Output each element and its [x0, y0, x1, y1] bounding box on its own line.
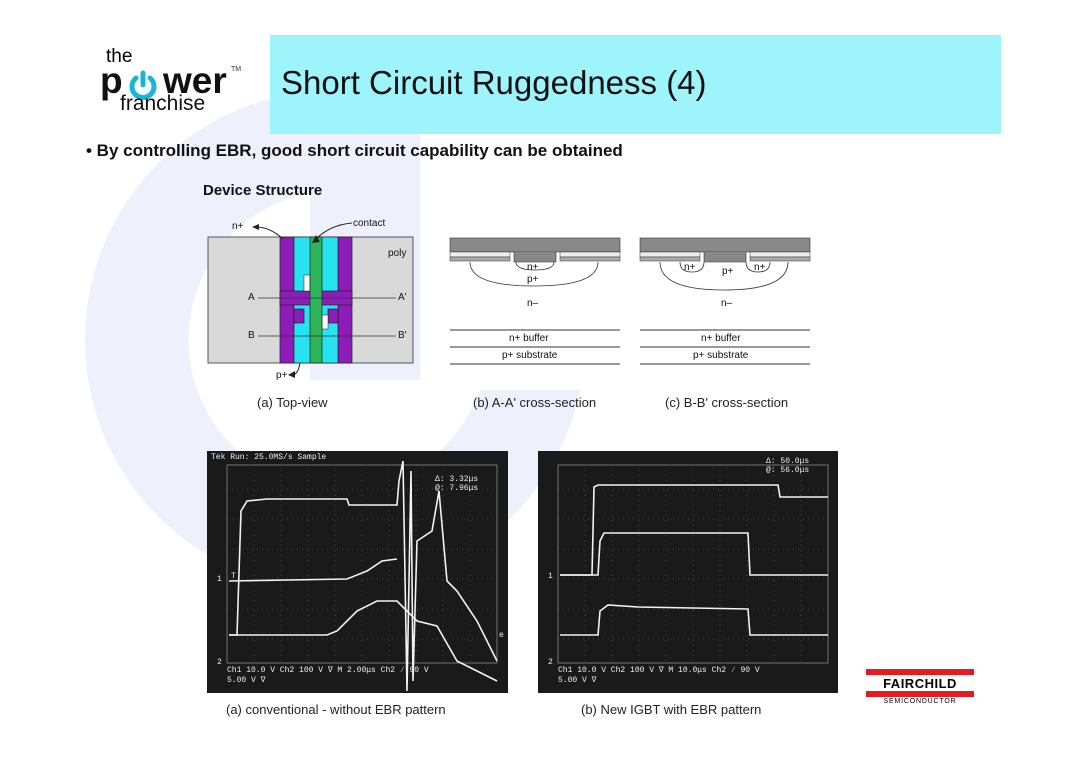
fairchild-red-bar-top	[866, 669, 974, 675]
top-view-diagram	[207, 222, 414, 378]
oscilloscope-right-footer-2: 5.00 V ∇	[558, 676, 597, 685]
bb-p-plus-label: p+	[722, 266, 734, 277]
bullet-text: • By controlling EBR, good short circuit…	[86, 141, 623, 160]
title-bar	[270, 35, 1001, 134]
oscilloscope-left-marker-2: 2	[217, 658, 222, 667]
top-view-a-label: A	[248, 292, 255, 303]
top-view-a-prime-label: A'	[398, 292, 407, 303]
oscilloscope-right-delta: Δ: 50.0μs	[766, 457, 810, 466]
aa-p-plus-label: p+	[527, 274, 539, 285]
logo-the-text: the	[106, 46, 133, 67]
oscilloscope-left-grid	[226, 460, 498, 692]
logo-tm: TM	[231, 66, 242, 73]
aa-n-minus-label: n–	[527, 298, 539, 309]
oscilloscope-left-at: @: 7.96μs	[435, 484, 479, 493]
bb-p-substrate-label: p+ substrate	[693, 350, 749, 361]
top-view-p-plus-label: p+	[276, 370, 288, 381]
logo-power-rest: wer	[163, 60, 227, 101]
top-view-n-plus-label: n+	[232, 221, 244, 232]
oscilloscope-left-header: Tek Run: 25.0MS/s Sample	[211, 453, 327, 462]
oscilloscope-right: Δ: 50.0μs @: 56.0μs 1 2 Ch1 10.0 V Ch2 1…	[538, 451, 838, 693]
oscilloscope-left-footer-1: Ch1 10.0 V Ch2 100 V ∇ M 2.00μs Ch2 ∕ 90…	[227, 666, 429, 675]
top-view-poly-label: poly	[388, 248, 407, 259]
oscilloscope-left-marker-1: 1	[217, 575, 222, 584]
oscilloscope-right-grid	[557, 464, 829, 664]
bb-n-buffer-label: n+ buffer	[701, 333, 741, 344]
fairchild-subtitle: SEMICONDUCTOR	[883, 698, 957, 705]
contact-strip	[309, 236, 323, 364]
n-plus-stub-right	[327, 308, 339, 324]
oscilloscope-right-marker-2: 2	[548, 658, 553, 667]
cross-section-aa-diagram	[449, 237, 621, 365]
oscilloscope-right-footer-1: Ch1 10.0 V Ch2 100 V ∇ M 10.0μs Ch2 ∕ 90…	[558, 666, 760, 675]
aa-p-substrate-label: p+ substrate	[502, 350, 558, 361]
n-plus-stub-left	[293, 308, 305, 324]
aa-caption: (b) A-A' cross-section	[473, 395, 597, 410]
power-button-icon	[129, 70, 157, 100]
oscilloscope-left: Tek Run: 25.0MS/s Sample Δ: 3.32μs @: 7.…	[207, 451, 508, 693]
oscilloscope-left-footer-2: 5.00 V ∇	[227, 676, 266, 685]
device-structure-heading: Device Structure	[203, 182, 323, 199]
bb-n-plus-left-label: n+	[684, 262, 696, 273]
logo-franchise-text: franchise	[120, 92, 206, 115]
bb-n-minus-label: n–	[721, 298, 733, 309]
logo-power-p: p	[100, 60, 123, 101]
oscilloscope-right-at: @: 56.0μs	[766, 466, 810, 475]
aa-n-buffer-label: n+ buffer	[509, 333, 549, 344]
fairchild-red-bar-bottom	[866, 691, 974, 697]
top-view-b-prime-label: B'	[398, 330, 407, 341]
slide-title: Short Circuit Ruggedness (4)	[281, 64, 707, 101]
top-view-b-label: B	[248, 330, 255, 341]
bb-caption: (c) B-B' cross-section	[665, 395, 789, 410]
oscilloscope-left-marker-e: e	[499, 631, 504, 640]
top-view-caption: (a) Top-view	[257, 395, 328, 410]
top-view-contact-label: contact	[353, 218, 386, 229]
oscilloscope-right-caption: (b) New IGBT with EBR pattern	[581, 702, 762, 717]
cross-section-bb-diagram	[639, 237, 811, 365]
oscilloscope-left-delta: Δ: 3.32μs	[435, 475, 479, 484]
aa-n-plus-label: n+	[527, 262, 539, 273]
fairchild-name: FAIRCHILD	[883, 676, 957, 691]
oscilloscope-right-marker-1: 1	[548, 572, 553, 581]
oscilloscope-left-caption: (a) conventional - without EBR pattern	[226, 702, 446, 717]
oscilloscope-left-marker-t: T	[231, 572, 236, 581]
white-gap-2	[321, 314, 329, 330]
bb-n-plus-right-label: n+	[754, 262, 766, 273]
white-gap-1	[303, 274, 311, 292]
